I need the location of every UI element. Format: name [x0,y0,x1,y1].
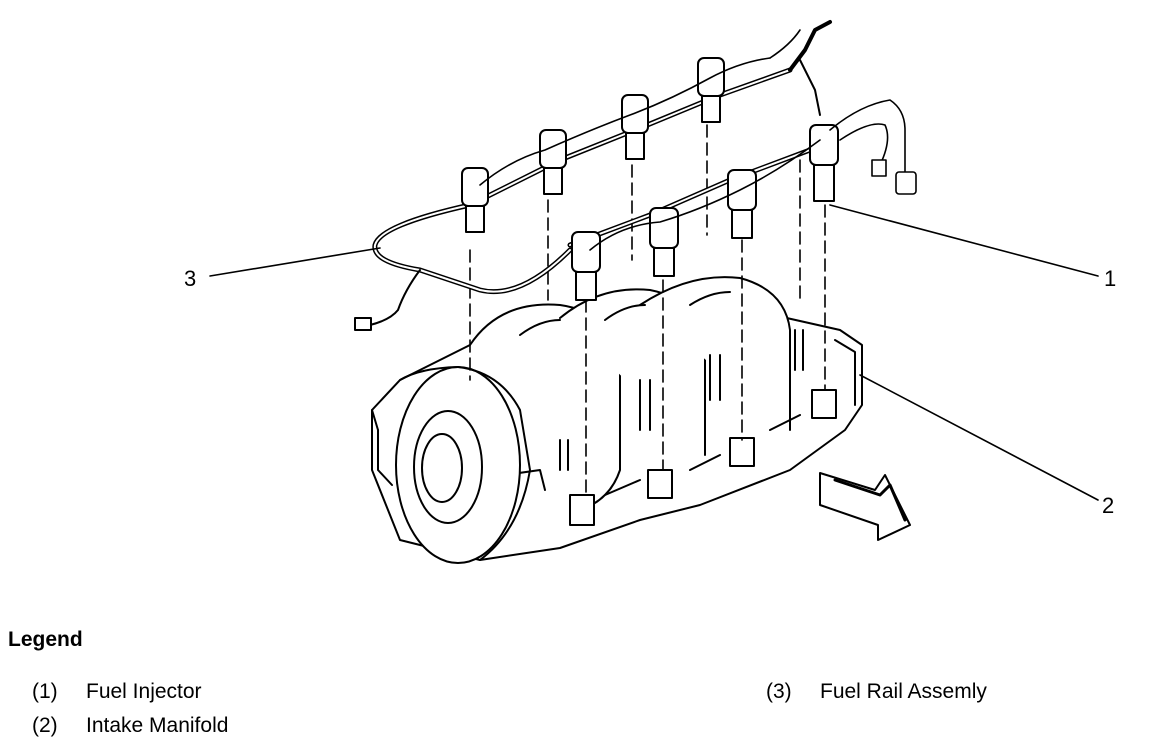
legend-item-number: (2) [32,714,58,737]
leader-line-3 [209,247,381,277]
legend-item-label: Fuel Rail Assemly [820,680,987,703]
legend-item-fuel-injector: (1) Fuel Injector [32,680,202,704]
callout-3: 3 [184,266,197,291]
fuel-injectors-rear [461,57,725,233]
injector-centerlines [469,124,826,496]
front-direction-arrow [819,472,911,541]
callout-1: 1 [1104,266,1117,291]
leader-line-1 [829,204,1099,277]
legend-item-number: (1) [32,680,58,703]
fuel-injectors-front [571,124,839,301]
callout-2: 2 [1102,493,1115,518]
engine-diagram [209,20,1099,564]
legend-item-fuel-rail-assembly: (3) Fuel Rail Assemly [766,680,987,704]
legend-item-number: (3) [766,680,792,703]
legend-item-label: Fuel Injector [86,680,202,703]
wiring-harness [479,29,917,251]
leader-line-2 [859,374,1099,501]
legend-title: Legend [8,628,83,651]
legend-item-label: Intake Manifold [86,714,229,737]
legend-item-intake-manifold: (2) Intake Manifold [32,714,228,738]
throttle-body [395,366,531,564]
leader-lines [209,204,1099,501]
